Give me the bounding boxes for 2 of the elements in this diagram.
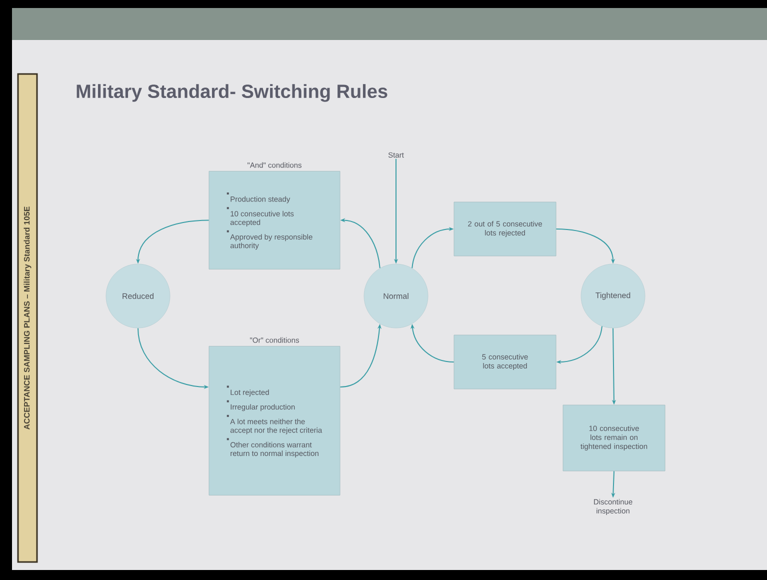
title: Military Standard- Switching Rules	[76, 84, 388, 102]
side-bar: ACCEPTANCE SAMPLING PLANS – Military Standard 105E	[17, 73, 38, 563]
